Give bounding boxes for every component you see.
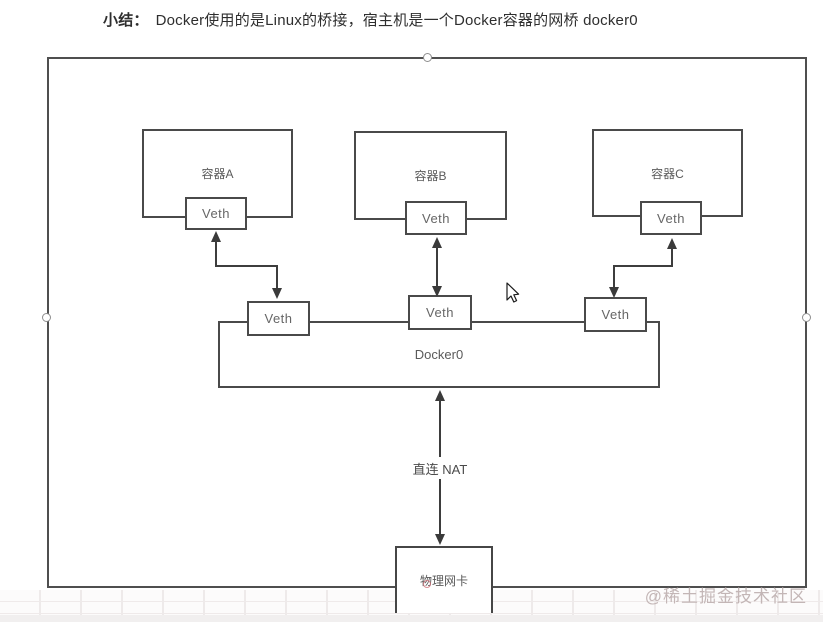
nat-arrow-label: 直连 NAT (388, 459, 492, 478)
physical-nic-box[interactable]: 物理网卡 (395, 546, 493, 613)
selection-handle-left[interactable] (42, 313, 51, 322)
container-c-veth-label: Veth (656, 210, 686, 226)
bridge-veth-right-box[interactable]: Veth (584, 297, 647, 332)
page-title: 小结： Docker使用的是Linux的桥接，宿主机是一个Docker容器的网桥 … (103, 9, 638, 30)
title-prefix: 小结： (103, 12, 149, 29)
container-b-label: 容器B (414, 169, 447, 183)
container-c-veth-box[interactable]: Veth (640, 201, 702, 235)
watermark-text: @稀土掘金技术社区 (644, 587, 807, 606)
watermark-ring-icon (423, 580, 431, 588)
bottom-band (0, 615, 823, 622)
bridge-veth-left-label: Veth (264, 311, 293, 326)
selection-handle-top[interactable] (423, 53, 432, 62)
selection-handle-right[interactable] (802, 313, 811, 322)
bridge-veth-right-label: Veth (601, 307, 630, 322)
physical-nic-label: 物理网卡 (419, 574, 468, 588)
docker0-label: Docker0 (414, 347, 464, 362)
container-b-veth-box[interactable]: Veth (405, 201, 467, 235)
container-b-box[interactable]: 容器B (354, 131, 507, 220)
bridge-veth-middle-label: Veth (425, 305, 455, 320)
title-text: Docker使用的是Linux的桥接，宿主机是一个Docker容器的网桥 doc… (155, 12, 638, 29)
container-c-label: 容器C (651, 166, 684, 181)
container-a-label: 容器A (201, 167, 234, 181)
container-a-veth-box[interactable]: Veth (185, 197, 247, 230)
bridge-veth-middle-box[interactable]: Veth (408, 295, 472, 330)
container-b-veth-label: Veth (421, 210, 451, 226)
container-a-veth-label: Veth (201, 206, 231, 221)
bridge-veth-left-box[interactable]: Veth (247, 301, 310, 336)
